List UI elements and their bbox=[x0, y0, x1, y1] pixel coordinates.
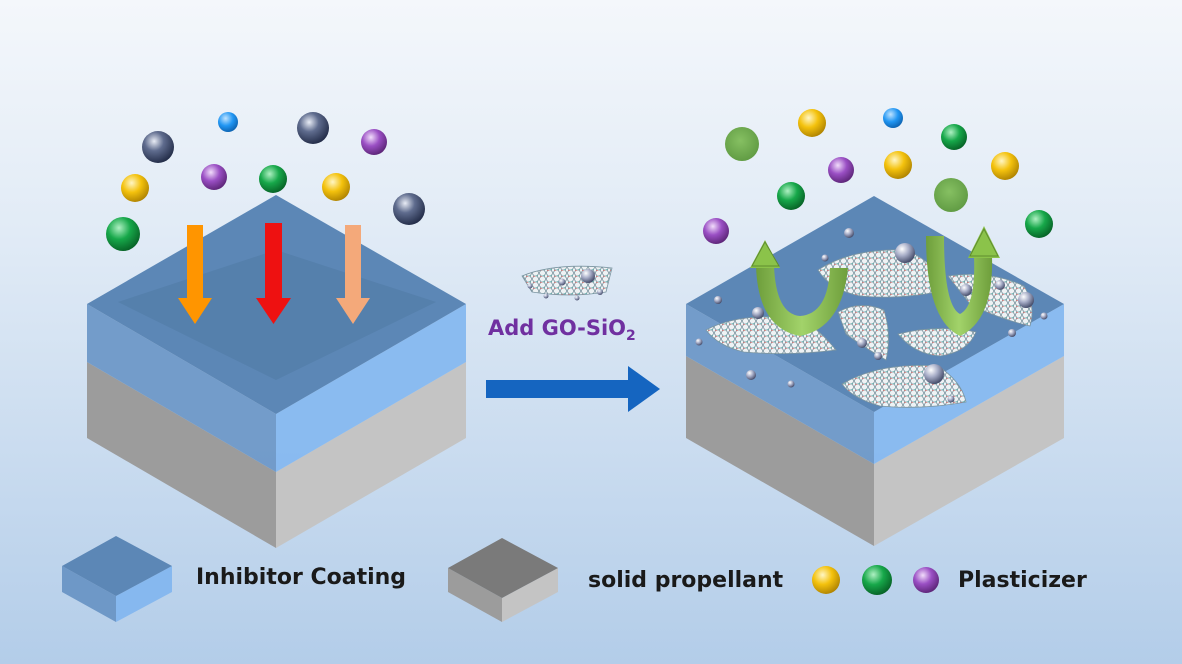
silica-particle bbox=[895, 243, 915, 263]
silica-particle bbox=[995, 280, 1005, 290]
legend bbox=[62, 536, 939, 622]
migration-arrow-icon bbox=[178, 225, 212, 324]
process-label-main: Add GO-SiO bbox=[488, 316, 626, 340]
left-coating-front-left bbox=[87, 304, 276, 472]
silica-particle bbox=[752, 307, 764, 319]
left-molecules bbox=[106, 112, 425, 251]
molecule-icon bbox=[703, 218, 729, 244]
process-arrow-icon bbox=[486, 366, 660, 412]
silica-particle bbox=[947, 395, 955, 403]
legend-plasticizer-purple-icon bbox=[913, 567, 939, 593]
molecule-icon bbox=[884, 151, 912, 179]
molecule-icon bbox=[361, 129, 387, 155]
silica-particle bbox=[695, 338, 703, 346]
legend-propellant-label: solid propellant bbox=[588, 568, 784, 593]
go-sheet bbox=[897, 328, 977, 357]
legend-propellant-swatch bbox=[448, 538, 558, 622]
molecule-icon bbox=[777, 182, 805, 210]
process-label: Add GO-SiO2 bbox=[488, 316, 636, 344]
silica-particle bbox=[924, 364, 944, 384]
molecule-icon bbox=[201, 164, 227, 190]
molecule-icon bbox=[883, 108, 903, 128]
barrier-arrow-icon bbox=[750, 240, 848, 336]
right-propellant-front-right bbox=[874, 356, 1064, 546]
molecule-icon bbox=[322, 173, 350, 201]
migration-arrow-icon bbox=[336, 225, 370, 324]
molecule-icon bbox=[393, 193, 425, 225]
legend-plasticizer-label: Plasticizer bbox=[958, 568, 1087, 593]
go-sio2-sheet-icon bbox=[521, 265, 613, 301]
silica-particle bbox=[821, 254, 829, 262]
process-label-subscript: 2 bbox=[626, 328, 636, 344]
migration-arrows bbox=[178, 223, 370, 324]
silica-particle bbox=[746, 370, 756, 380]
legend-plasticizer-yellow-icon bbox=[812, 566, 840, 594]
molecule-icon bbox=[828, 157, 854, 183]
molecule-icon bbox=[934, 178, 968, 212]
molecule-icon bbox=[297, 112, 329, 144]
legend-coating-swatch bbox=[62, 536, 172, 622]
right-block bbox=[686, 196, 1064, 546]
silica-particle bbox=[960, 284, 972, 296]
molecule-icon bbox=[121, 174, 149, 202]
molecule-icon bbox=[218, 112, 238, 132]
legend-coating-label: Inhibitor Coating bbox=[196, 565, 407, 590]
silica-particle bbox=[714, 296, 722, 304]
right-molecules bbox=[703, 108, 1053, 244]
migration-arrow-icon bbox=[256, 223, 291, 324]
silica-particle bbox=[844, 228, 854, 238]
molecule-icon bbox=[991, 152, 1019, 180]
silica-particle bbox=[1008, 329, 1016, 337]
silica-particles bbox=[695, 228, 1048, 403]
molecule-icon bbox=[106, 217, 140, 251]
molecule-icon bbox=[725, 127, 759, 161]
molecule-icon bbox=[259, 165, 287, 193]
left-coating-front-right bbox=[276, 304, 466, 472]
silica-particle bbox=[874, 352, 882, 360]
barrier-arrows bbox=[750, 226, 1000, 336]
left-propellant-front-right bbox=[276, 362, 466, 548]
molecule-icon bbox=[1025, 210, 1053, 238]
barrier-arrow-icon bbox=[926, 226, 1000, 336]
right-propellant-front-left bbox=[686, 356, 874, 546]
silica-particle bbox=[857, 338, 867, 348]
molecule-icon bbox=[798, 109, 826, 137]
right-coating-top bbox=[686, 196, 1064, 412]
right-coating-front-right bbox=[874, 304, 1064, 464]
silica-particle bbox=[1018, 292, 1034, 308]
molecule-icon bbox=[941, 124, 967, 150]
silica-particle bbox=[1040, 312, 1048, 320]
left-propellant-front-left bbox=[87, 362, 276, 548]
molecule-icon bbox=[142, 131, 174, 163]
silica-particle bbox=[787, 380, 795, 388]
legend-plasticizer-green-icon bbox=[862, 565, 892, 595]
